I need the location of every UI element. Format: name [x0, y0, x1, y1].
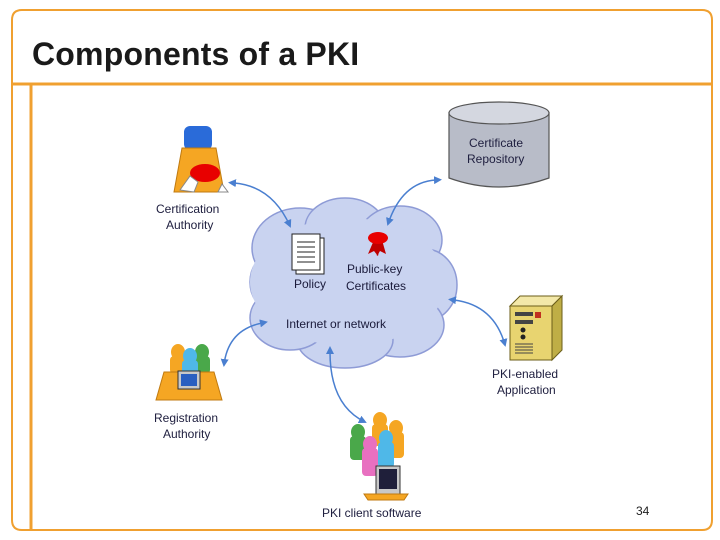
arrow-network-to-client — [326, 346, 367, 423]
frame-border — [11, 9, 713, 531]
arrow-network-to-application — [448, 296, 508, 347]
policy-label: Policy — [294, 277, 326, 291]
arrow-repository-to-network — [386, 176, 442, 226]
ca-label-line2: Authority — [166, 218, 213, 232]
app-label-line1: PKI-enabled — [492, 367, 558, 381]
app-label-line2: Application — [497, 383, 556, 397]
certificate-seal-icon — [368, 232, 388, 256]
repository-label-line2: Repository — [467, 152, 524, 166]
registration-authority-icon — [155, 344, 223, 401]
policy-document-icon — [291, 233, 325, 275]
client-software-label: PKI client software — [322, 506, 422, 520]
pki-application-server-icon — [508, 294, 564, 362]
slide-title: Components of a PKI — [32, 36, 360, 72]
page-number: 34 — [636, 504, 650, 518]
certification-authority-icon — [173, 126, 229, 193]
certificate-repository-icon — [448, 101, 550, 188]
repository-label-line1: Certificate — [469, 136, 523, 150]
certificates-label-line2: Certificates — [346, 279, 406, 293]
certificates-label-line1: Public-key — [347, 262, 402, 276]
ra-label-line1: Registration — [154, 411, 218, 425]
pki-client-users-icon — [350, 412, 409, 501]
cloud-label: Internet or network — [286, 317, 387, 331]
arrow-network-to-registration — [220, 319, 268, 367]
ca-label-line1: Certification — [156, 202, 219, 216]
arrow-ca-to-network — [228, 179, 292, 228]
ra-label-line2: Authority — [163, 427, 210, 441]
